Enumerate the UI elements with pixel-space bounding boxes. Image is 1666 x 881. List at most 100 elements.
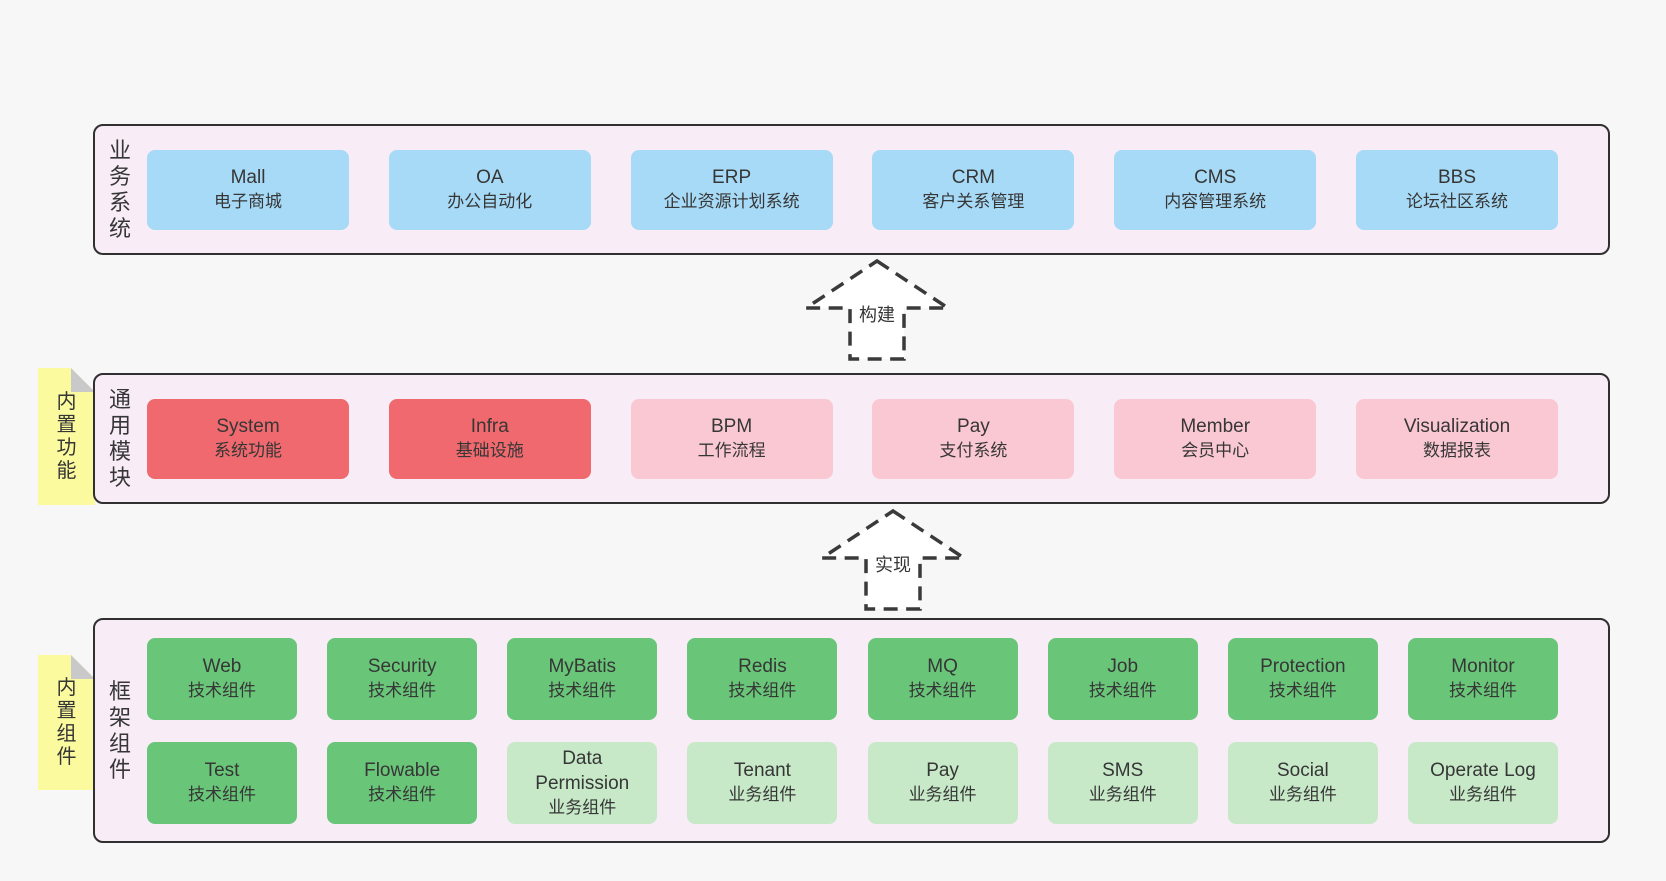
box-desc: 电子商城 [214,192,282,211]
box-name: Visualization [1403,416,1511,437]
box-desc: 业务组件 [548,797,617,817]
box-desc: 工作流程 [697,441,766,460]
box-desc: 客户关系管理 [922,192,1025,211]
box-visualization: Visualization 数据报表 [1355,398,1558,479]
box-name: Flowable [364,760,441,781]
band-label-framework-components: 框架组件 [108,678,131,782]
sticky-label: 内置功能 [56,390,77,482]
box-name: Tenant [733,760,791,781]
box-name: CMS [1194,167,1237,188]
box-mybatis: MyBatis 技术组件 [507,637,658,720]
sticky-note-builtin-features: 内置功能 [38,368,95,505]
box-desc: 业务组件 [908,785,977,804]
box-test: Test 技术组件 [147,741,297,824]
box-desc: 技术组件 [368,785,437,804]
box-tenant: Tenant 业务组件 [687,741,838,824]
box-pay-module: Pay 支付系统 [872,398,1075,479]
box-name: BPM [711,416,753,437]
box-desc: 技术组件 [1088,681,1157,700]
box-erp: ERP 企业资源计划系统 [630,149,833,230]
box-name: Pay [957,416,990,437]
dashed-up-arrow-icon [802,258,952,361]
box-desc: 系统功能 [214,441,282,460]
sticky-note-builtin-components: 内置组件 [38,655,95,790]
box-mall: Mall 电子商城 [147,149,349,230]
box-desc: 支付系统 [939,441,1008,460]
box-infra: Infra 基础设施 [388,398,591,479]
framework-row-2: Test 技术组件 Flowable 技术组件 Data Permission … [147,741,1558,824]
sticky-label: 内置组件 [56,676,77,768]
box-name: MyBatis [548,656,617,677]
box-desc: 数据报表 [1422,441,1491,460]
box-web: Web 技术组件 [147,637,297,720]
band-label-business-systems: 业务系统 [108,137,131,241]
box-name: Security [367,656,437,677]
box-desc: 技术组件 [188,681,256,700]
box-name: BBS [1437,167,1476,188]
arrow-implement: 实现 [818,508,968,612]
band-framework-components: 框架组件 Web 技术组件 Security 技术组件 MyBatis 技术组件… [93,618,1610,843]
box-desc: 技术组件 [368,681,437,700]
box-crm: CRM 客户关系管理 [872,149,1075,230]
box-security: Security 技术组件 [327,637,478,720]
box-social: Social 业务组件 [1227,741,1378,824]
box-desc: 技术组件 [908,681,977,700]
arrow-implement-label: 实现 [875,555,911,575]
common-modules-boxes: System 系统功能 Infra 基础设施 BPM 工作流程 Pay 支付系统… [147,398,1558,479]
box-desc: 业务组件 [728,785,797,804]
box-name: Monitor [1451,656,1515,677]
box-desc: 技术组件 [1448,681,1517,700]
box-name: Job [1107,656,1139,677]
box-desc: 会员中心 [1181,441,1250,460]
arrow-build-label: 构建 [859,305,895,325]
framework-components-rows: Web 技术组件 Security 技术组件 MyBatis 技术组件 Redi… [147,637,1558,824]
box-desc: 技术组件 [188,785,256,804]
box-name: OA [476,167,504,188]
box-member: Member 会员中心 [1114,398,1317,479]
box-name: Social [1276,760,1329,781]
business-systems-boxes: Mall 电子商城 OA 办公自动化 ERP 企业资源计划系统 CRM 客户关系… [147,149,1558,230]
box-protection: Protection 技术组件 [1227,637,1378,720]
box-desc: 论坛社区系统 [1405,192,1508,211]
box-name: Test [204,760,240,781]
box-data-permission: Data Permission 业务组件 [507,741,658,824]
band-label-common-modules: 通用模块 [108,386,131,490]
box-job: Job 技术组件 [1047,637,1198,720]
box-name: Pay [926,760,959,781]
box-redis: Redis 技术组件 [687,637,838,720]
box-pay-component: Pay 业务组件 [867,741,1018,824]
box-cms: CMS 内容管理系统 [1114,149,1317,230]
box-name: Operate Log [1430,760,1536,781]
box-desc: 业务组件 [1448,785,1517,804]
box-name: Redis [738,656,787,677]
dashed-up-arrow-icon [818,508,968,611]
box-desc: 基础设施 [455,441,524,460]
box-name: MQ [927,656,958,677]
box-name: Mall [230,167,266,188]
box-monitor: Monitor 技术组件 [1407,637,1558,720]
box-flowable: Flowable 技术组件 [327,741,478,824]
box-desc: 业务组件 [1088,785,1157,804]
framework-row-1: Web 技术组件 Security 技术组件 MyBatis 技术组件 Redi… [147,637,1558,720]
box-name: ERP [712,167,752,188]
box-name: Member [1180,416,1251,437]
box-mq: MQ 技术组件 [867,637,1018,720]
box-name: SMS [1102,760,1144,781]
box-name: Protection [1260,656,1346,677]
box-desc: 技术组件 [728,681,797,700]
box-oa: OA 办公自动化 [388,149,591,230]
box-sms: SMS 业务组件 [1047,741,1198,824]
box-name: Web [202,656,242,677]
box-desc: 企业资源计划系统 [663,192,800,211]
box-desc: 办公自动化 [447,192,533,211]
box-desc: 技术组件 [548,681,617,700]
box-system: System 系统功能 [147,398,349,479]
box-bbs: BBS 论坛社区系统 [1355,149,1558,230]
box-name: CRM [951,167,996,188]
box-name: Data Permission [535,747,630,794]
box-name: System [216,416,280,437]
box-bpm: BPM 工作流程 [630,398,833,479]
band-business-systems: 业务系统 Mall 电子商城 OA 办公自动化 ERP 企业资源计划系统 CRM… [93,124,1610,255]
box-name: Infra [470,416,509,437]
box-operate-log: Operate Log 业务组件 [1407,741,1558,824]
